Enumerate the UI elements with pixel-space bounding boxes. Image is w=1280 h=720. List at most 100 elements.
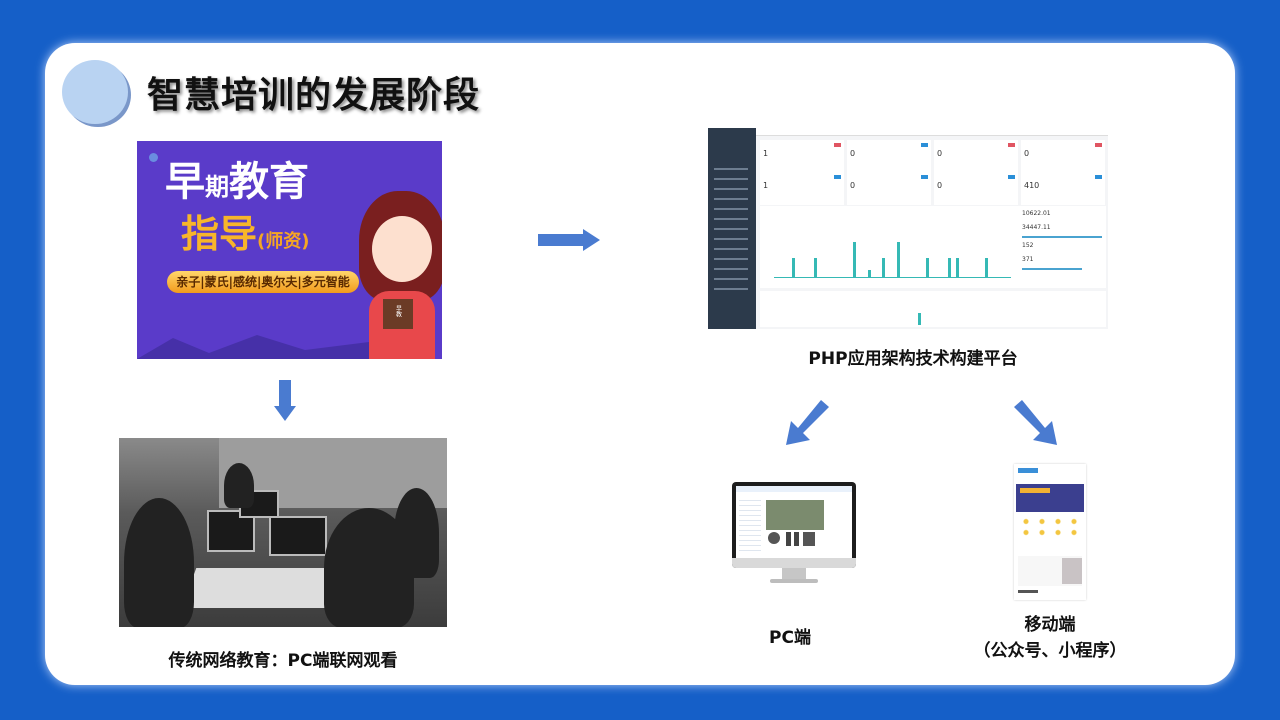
app-sidebar xyxy=(739,496,761,551)
stat-card: 0 xyxy=(934,140,1018,173)
side-value: 371 xyxy=(1022,256,1034,263)
poster-title-1: 早 xyxy=(165,159,205,205)
down-arrow-icon xyxy=(279,380,291,408)
banner-text xyxy=(1020,488,1050,493)
stat-card: 1 xyxy=(760,172,844,205)
monitor-chin xyxy=(732,558,856,568)
chart-bar xyxy=(814,258,817,278)
sidebar-item xyxy=(714,208,748,210)
photo-monitor xyxy=(269,516,327,556)
sidebar-item xyxy=(714,248,748,250)
poster-subtitle: 指导(师资) xyxy=(181,203,309,258)
sidebar-item xyxy=(714,198,748,200)
mobile-app-screenshot xyxy=(1014,464,1086,600)
stat-card: 410 xyxy=(1021,172,1105,205)
stat-badge xyxy=(1008,143,1015,147)
poster-mountains xyxy=(137,335,377,359)
chart-bar xyxy=(926,258,929,278)
platform-caption: PHP应用架构技术构建平台 xyxy=(808,349,1018,369)
control-pad xyxy=(768,532,780,544)
side-value: 34447.11 xyxy=(1022,224,1051,231)
monitor-foot xyxy=(770,579,818,583)
photo-student xyxy=(124,498,194,627)
stat-value: 1 xyxy=(763,181,769,190)
stat-card: 0 xyxy=(847,172,931,205)
stat-value: 0 xyxy=(850,149,856,158)
poster-subtitle-note: (师资) xyxy=(257,231,310,252)
stat-value: 0 xyxy=(937,181,943,190)
chart-bar xyxy=(882,258,885,278)
mobile-caption: 移动端 xyxy=(1024,615,1076,635)
sidebar-item xyxy=(714,288,748,290)
stat-badge xyxy=(834,143,841,147)
control-slider xyxy=(786,532,791,546)
poster-title: 早期教育 xyxy=(165,149,309,207)
poster-tags: 亲子|蒙氏|感统|奥尔夫|多元智能 xyxy=(167,271,359,293)
control-grid xyxy=(803,532,815,546)
sidebar-item xyxy=(714,258,748,260)
side-value: 152 xyxy=(1022,242,1034,249)
right-arrow-icon xyxy=(538,234,584,246)
chart-bar xyxy=(948,258,951,278)
down-right-arrow-icon xyxy=(1010,398,1060,448)
stat-badge xyxy=(834,175,841,179)
dashboard-topbar xyxy=(756,128,1108,136)
chart-bar xyxy=(985,258,988,278)
stat-value: 0 xyxy=(850,181,856,190)
monitor-content xyxy=(736,486,852,558)
photo-monitor xyxy=(207,510,255,552)
stat-badge xyxy=(921,175,928,179)
app-icon-grid xyxy=(1018,516,1082,538)
side-value: 10622.01 xyxy=(1022,210,1051,217)
stat-badge xyxy=(1008,175,1015,179)
poster-dot xyxy=(149,153,158,162)
teacher-face xyxy=(372,216,432,282)
chart-bar xyxy=(918,313,921,325)
stat-value: 0 xyxy=(1024,149,1030,158)
stat-badge xyxy=(1095,175,1102,179)
teacher-book: 早教 xyxy=(383,299,413,329)
stat-card: 1 xyxy=(760,140,844,173)
sidebar-item xyxy=(714,188,748,190)
stat-card: 0 xyxy=(1021,140,1105,173)
chart-bar xyxy=(792,258,795,278)
side-progress xyxy=(1022,268,1082,270)
poster-subtitle-text: 指导 xyxy=(181,212,258,256)
sidebar-item xyxy=(714,268,748,270)
pc-monitor-screenshot xyxy=(732,482,856,585)
side-progress xyxy=(1022,236,1102,238)
sidebar-item xyxy=(714,218,748,220)
sidebar-item xyxy=(714,178,748,180)
dashboard-bar-chart: 10622.01 34447.11 152 371 xyxy=(760,206,1106,288)
chart-axis xyxy=(774,277,1011,278)
dashboard-second-chart xyxy=(760,291,1106,327)
early-education-poster: 早期教育 指导(师资) 亲子|蒙氏|感统|奥尔夫|多元智能 早教 xyxy=(137,141,442,359)
traditional-caption: 传统网络教育：PC端联网观看 xyxy=(168,651,398,671)
chart-bar xyxy=(897,242,900,278)
teacher-photo xyxy=(1062,558,1082,584)
stat-value: 1 xyxy=(763,149,769,158)
poster-title-2: 期 xyxy=(205,173,229,201)
monitor-screen xyxy=(732,482,856,568)
chart-bar xyxy=(853,242,856,278)
classroom-photo xyxy=(119,438,447,627)
stat-value: 410 xyxy=(1024,181,1040,190)
sidebar-item xyxy=(714,228,748,230)
chart-bar xyxy=(868,270,871,278)
app-logo xyxy=(1018,468,1038,473)
dashboard-sidebar xyxy=(708,128,756,329)
down-arrow-head-icon xyxy=(274,406,296,421)
stat-card: 0 xyxy=(934,172,1018,205)
admin-dashboard-screenshot: 1 0 0 0 1 0 0 410 10622.01 34447.11 152 … xyxy=(708,128,1108,329)
chart-bar xyxy=(956,258,959,278)
photo-student xyxy=(224,463,254,508)
right-arrow-head-icon xyxy=(583,229,600,251)
mobile-caption-sub: （公众号、小程序） xyxy=(973,641,1127,661)
pc-caption: PC端 xyxy=(769,628,811,648)
section-heading xyxy=(1018,590,1038,593)
stat-card: 0 xyxy=(847,140,931,173)
sidebar-item xyxy=(714,238,748,240)
down-left-arrow-icon xyxy=(783,398,833,448)
monitor-stand xyxy=(782,568,806,580)
sidebar-item xyxy=(714,278,748,280)
